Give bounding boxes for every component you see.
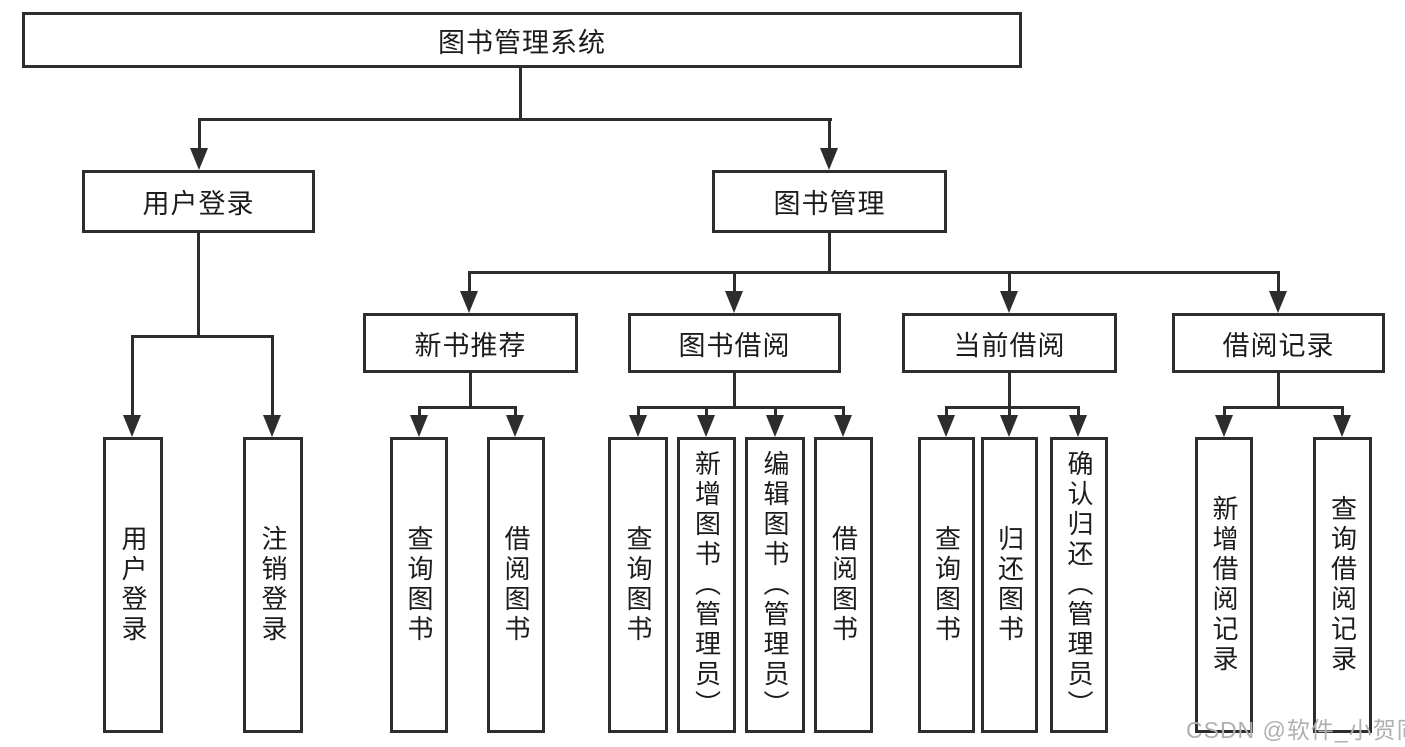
- connector-arrow-stem-leaf: [945, 406, 948, 415]
- leaf-query-books-3: 查询图书: [918, 437, 975, 733]
- leaf-borrow-books-1: 借阅图书: [487, 437, 545, 733]
- connector-leaf-rail: [418, 406, 517, 409]
- arrow-down-icon: [766, 415, 784, 437]
- connector-user-login-stem: [197, 233, 200, 335]
- connector-arrow-stem-leaf: [1341, 406, 1344, 415]
- arrow-down-icon: [697, 415, 715, 437]
- connector-user-login-rail: [131, 335, 274, 338]
- leaf-label: 归还图书: [994, 525, 1025, 645]
- connector-l3-stem: [469, 373, 472, 406]
- node-root-label: 图书管理系统: [438, 27, 606, 58]
- leaf-label: 查询借阅记录: [1327, 495, 1358, 675]
- arrow-down-icon: [460, 291, 478, 313]
- arrow-down-icon: [1333, 415, 1351, 437]
- connector-l3-stem: [733, 373, 736, 406]
- csdn-watermark: CSDN @软件_小贺同学: [1186, 717, 1405, 743]
- leaf-confirm-return-admin: 确认归还（管理员）: [1050, 437, 1108, 733]
- arrow-down-icon: [1215, 415, 1233, 437]
- node-user-login-label: 用户登录: [142, 189, 255, 219]
- connector-arrow-stem-leaf: [774, 406, 777, 415]
- arrow-down-icon: [820, 148, 838, 170]
- node-borrow-record-label: 借阅记录: [1222, 330, 1335, 361]
- arrow-down-icon: [123, 415, 141, 437]
- leaf-label: 编辑图书（管理员）: [760, 450, 790, 720]
- arrow-down-icon: [263, 415, 281, 437]
- leaf-label: 查询图书: [931, 525, 962, 645]
- connector-arrow-stem-leaf: [637, 406, 640, 415]
- arrow-down-icon: [1269, 291, 1287, 313]
- node-borrow-record: 借阅记录: [1172, 313, 1385, 373]
- arrow-down-icon: [1069, 415, 1087, 437]
- connector-arrow-stem-leaf: [705, 406, 708, 415]
- arrow-down-icon: [725, 291, 743, 313]
- leaf-label: 新增图书（管理员）: [691, 450, 722, 720]
- leaf-label: 用户登录: [118, 525, 148, 645]
- connector-root-stem: [519, 68, 522, 118]
- leaf-label: 确认归还（管理员）: [1064, 450, 1094, 720]
- leaf-return-book: 归还图书: [981, 437, 1038, 733]
- leaf-label: 新增借阅记录: [1209, 495, 1239, 675]
- arrow-down-icon: [1000, 291, 1018, 313]
- arrow-down-icon: [629, 415, 647, 437]
- connector-arrow-stem-leaf: [131, 335, 134, 415]
- connector-leaf-rail: [1223, 406, 1344, 409]
- arrow-down-icon: [410, 415, 428, 437]
- leaf-query-borrow-record: 查询借阅记录: [1313, 437, 1372, 733]
- leaf-logout: 注销登录: [243, 437, 303, 733]
- leaf-add-book-admin: 新增图书（管理员）: [677, 437, 736, 733]
- node-book-management-label: 图书管理: [773, 189, 886, 219]
- leaf-label: 注销登录: [258, 525, 288, 645]
- leaf-label: 查询图书: [404, 525, 434, 645]
- connector-level2-rail: [468, 271, 1280, 274]
- connector-level1-rail: [198, 118, 832, 121]
- leaf-borrow-books-2: 借阅图书: [814, 437, 873, 733]
- connector-arrow-stem-leaf: [1077, 406, 1080, 415]
- node-new-book-recommend: 新书推荐: [363, 313, 578, 373]
- connector-arrow-stem-leaf: [514, 406, 517, 415]
- arrow-down-icon: [190, 148, 208, 170]
- leaf-user-login: 用户登录: [103, 437, 163, 733]
- node-current-borrow: 当前借阅: [902, 313, 1117, 373]
- connector-arrow-stem-leaf: [418, 406, 421, 415]
- arrow-down-icon: [834, 415, 852, 437]
- node-current-borrow-label: 当前借阅: [953, 330, 1066, 361]
- node-new-book-recommend-label: 新书推荐: [414, 330, 527, 361]
- node-book-borrow: 图书借阅: [628, 313, 841, 373]
- leaf-query-books-1: 查询图书: [390, 437, 448, 733]
- leaf-label: 借阅图书: [501, 525, 531, 645]
- node-book-borrow-label: 图书借阅: [678, 330, 791, 361]
- connector-leaf-rail: [637, 406, 845, 409]
- connector-arrow-stem-user-login: [198, 118, 201, 148]
- arrow-down-icon: [1000, 415, 1018, 437]
- leaf-label: 借阅图书: [828, 525, 859, 645]
- leaf-label: 查询图书: [623, 525, 653, 645]
- connector-arrow-stem-l3: [468, 271, 471, 291]
- connector-leaf-rail: [945, 406, 1080, 409]
- connector-arrow-stem-l3: [1008, 271, 1011, 291]
- leaf-query-books-2: 查询图书: [608, 437, 668, 733]
- arrow-down-icon: [937, 415, 955, 437]
- connector-arrow-stem-leaf: [1008, 406, 1011, 415]
- connector-l3-stem: [1277, 373, 1280, 406]
- leaf-add-borrow-record: 新增借阅记录: [1195, 437, 1253, 733]
- connector-arrow-stem-l3: [1277, 271, 1280, 291]
- arrow-down-icon: [506, 415, 524, 437]
- connector-l3-stem: [1008, 373, 1011, 406]
- leaf-edit-book-admin: 编辑图书（管理员）: [745, 437, 805, 733]
- node-root: 图书管理系统: [22, 12, 1022, 68]
- node-user-login: 用户登录: [82, 170, 315, 233]
- node-book-management: 图书管理: [712, 170, 947, 233]
- connector-arrow-stem-l3: [733, 271, 736, 291]
- connector-arrow-stem-leaf: [842, 406, 845, 415]
- connector-arrow-stem-leaf: [1223, 406, 1226, 415]
- connector-book-mgmt-stem: [828, 233, 831, 271]
- connector-arrow-stem-leaf: [271, 335, 274, 415]
- connector-arrow-stem-book-mgmt: [828, 118, 831, 148]
